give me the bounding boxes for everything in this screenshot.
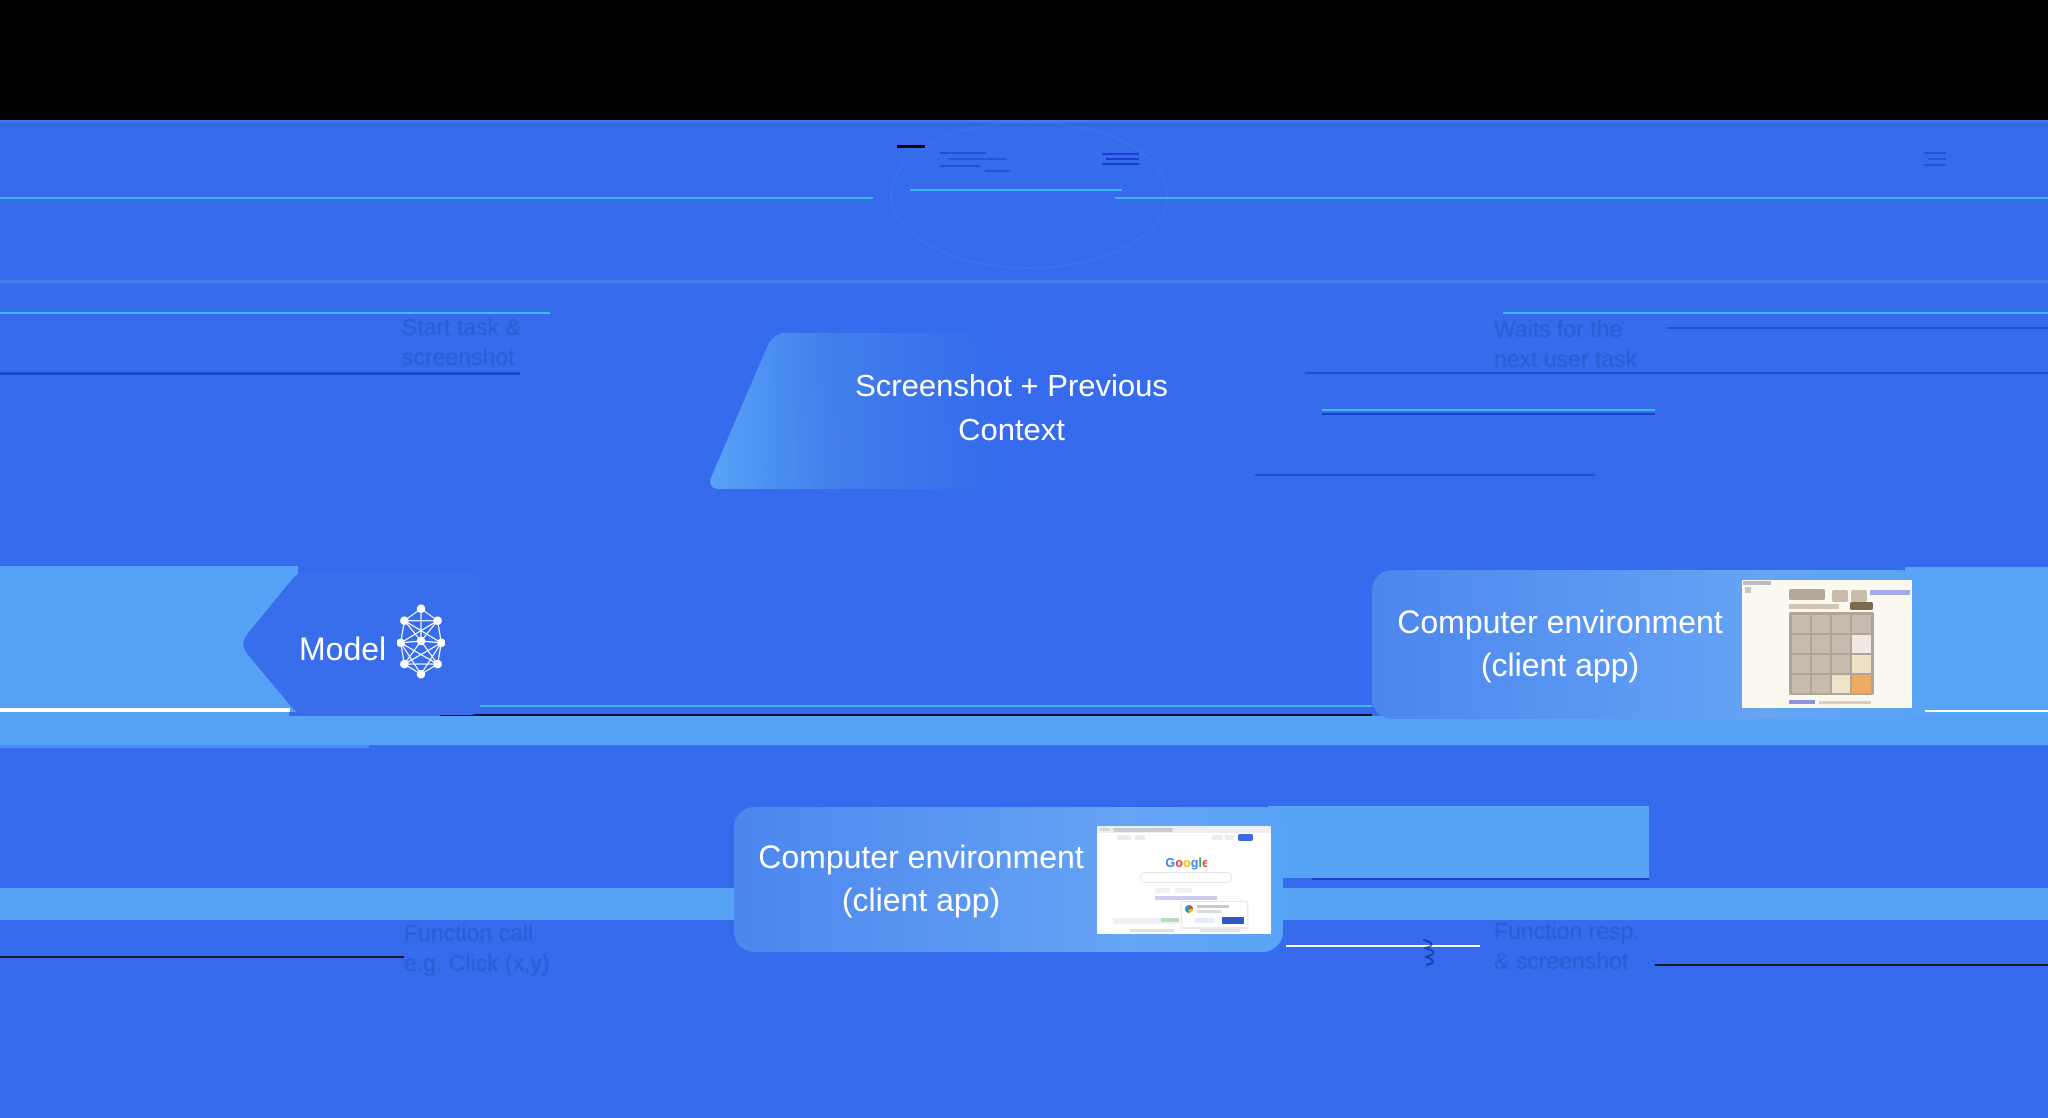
svg-text:Google: Google xyxy=(1165,856,1207,870)
